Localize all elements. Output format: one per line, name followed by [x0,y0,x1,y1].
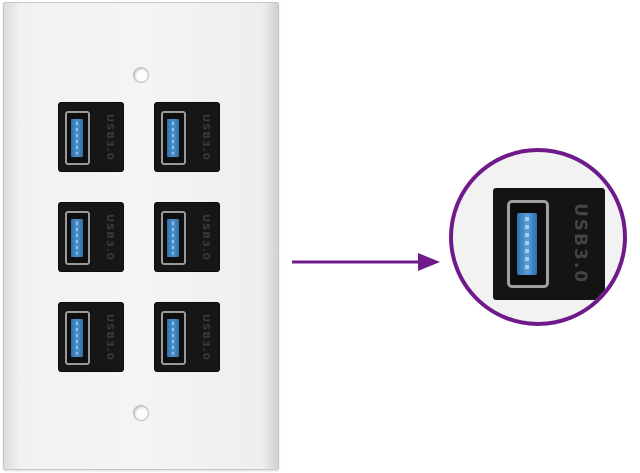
usb-module: USB3.0 [155,203,219,271]
usb-module: USB3.0 [155,103,219,171]
usb-marking: USB3.0 [104,113,115,161]
usb-marking: USB3.0 [570,203,590,285]
usb-marking: USB3.0 [200,113,211,161]
usb-port-icon [161,111,186,165]
zoomed-usb-module: USB3.0 [493,188,605,300]
usb-port-icon [65,111,90,165]
usb-port-icon [507,200,549,288]
usb-marking: USB3.0 [200,213,211,261]
usb-port-icon [65,311,90,365]
usb-module: USB3.0 [59,203,123,271]
usb-port-icon [65,211,90,265]
top-screw-hole-icon [133,67,149,83]
arrow-right-icon [292,253,440,271]
zoom-callout: USB3.0 [449,148,627,326]
bottom-screw-hole-icon [133,405,149,421]
usb-module: USB3.0 [59,103,123,171]
usb-marking: USB3.0 [200,313,211,361]
usb-port-icon [161,211,186,265]
wall-plate: USB3.0 USB3.0 USB3.0 USB3.0 USB3.0 USB3.… [3,2,279,470]
usb-module: USB3.0 [59,303,123,371]
usb-module: USB3.0 [155,303,219,371]
usb-marking: USB3.0 [104,213,115,261]
usb-marking: USB3.0 [104,313,115,361]
usb-port-icon [161,311,186,365]
